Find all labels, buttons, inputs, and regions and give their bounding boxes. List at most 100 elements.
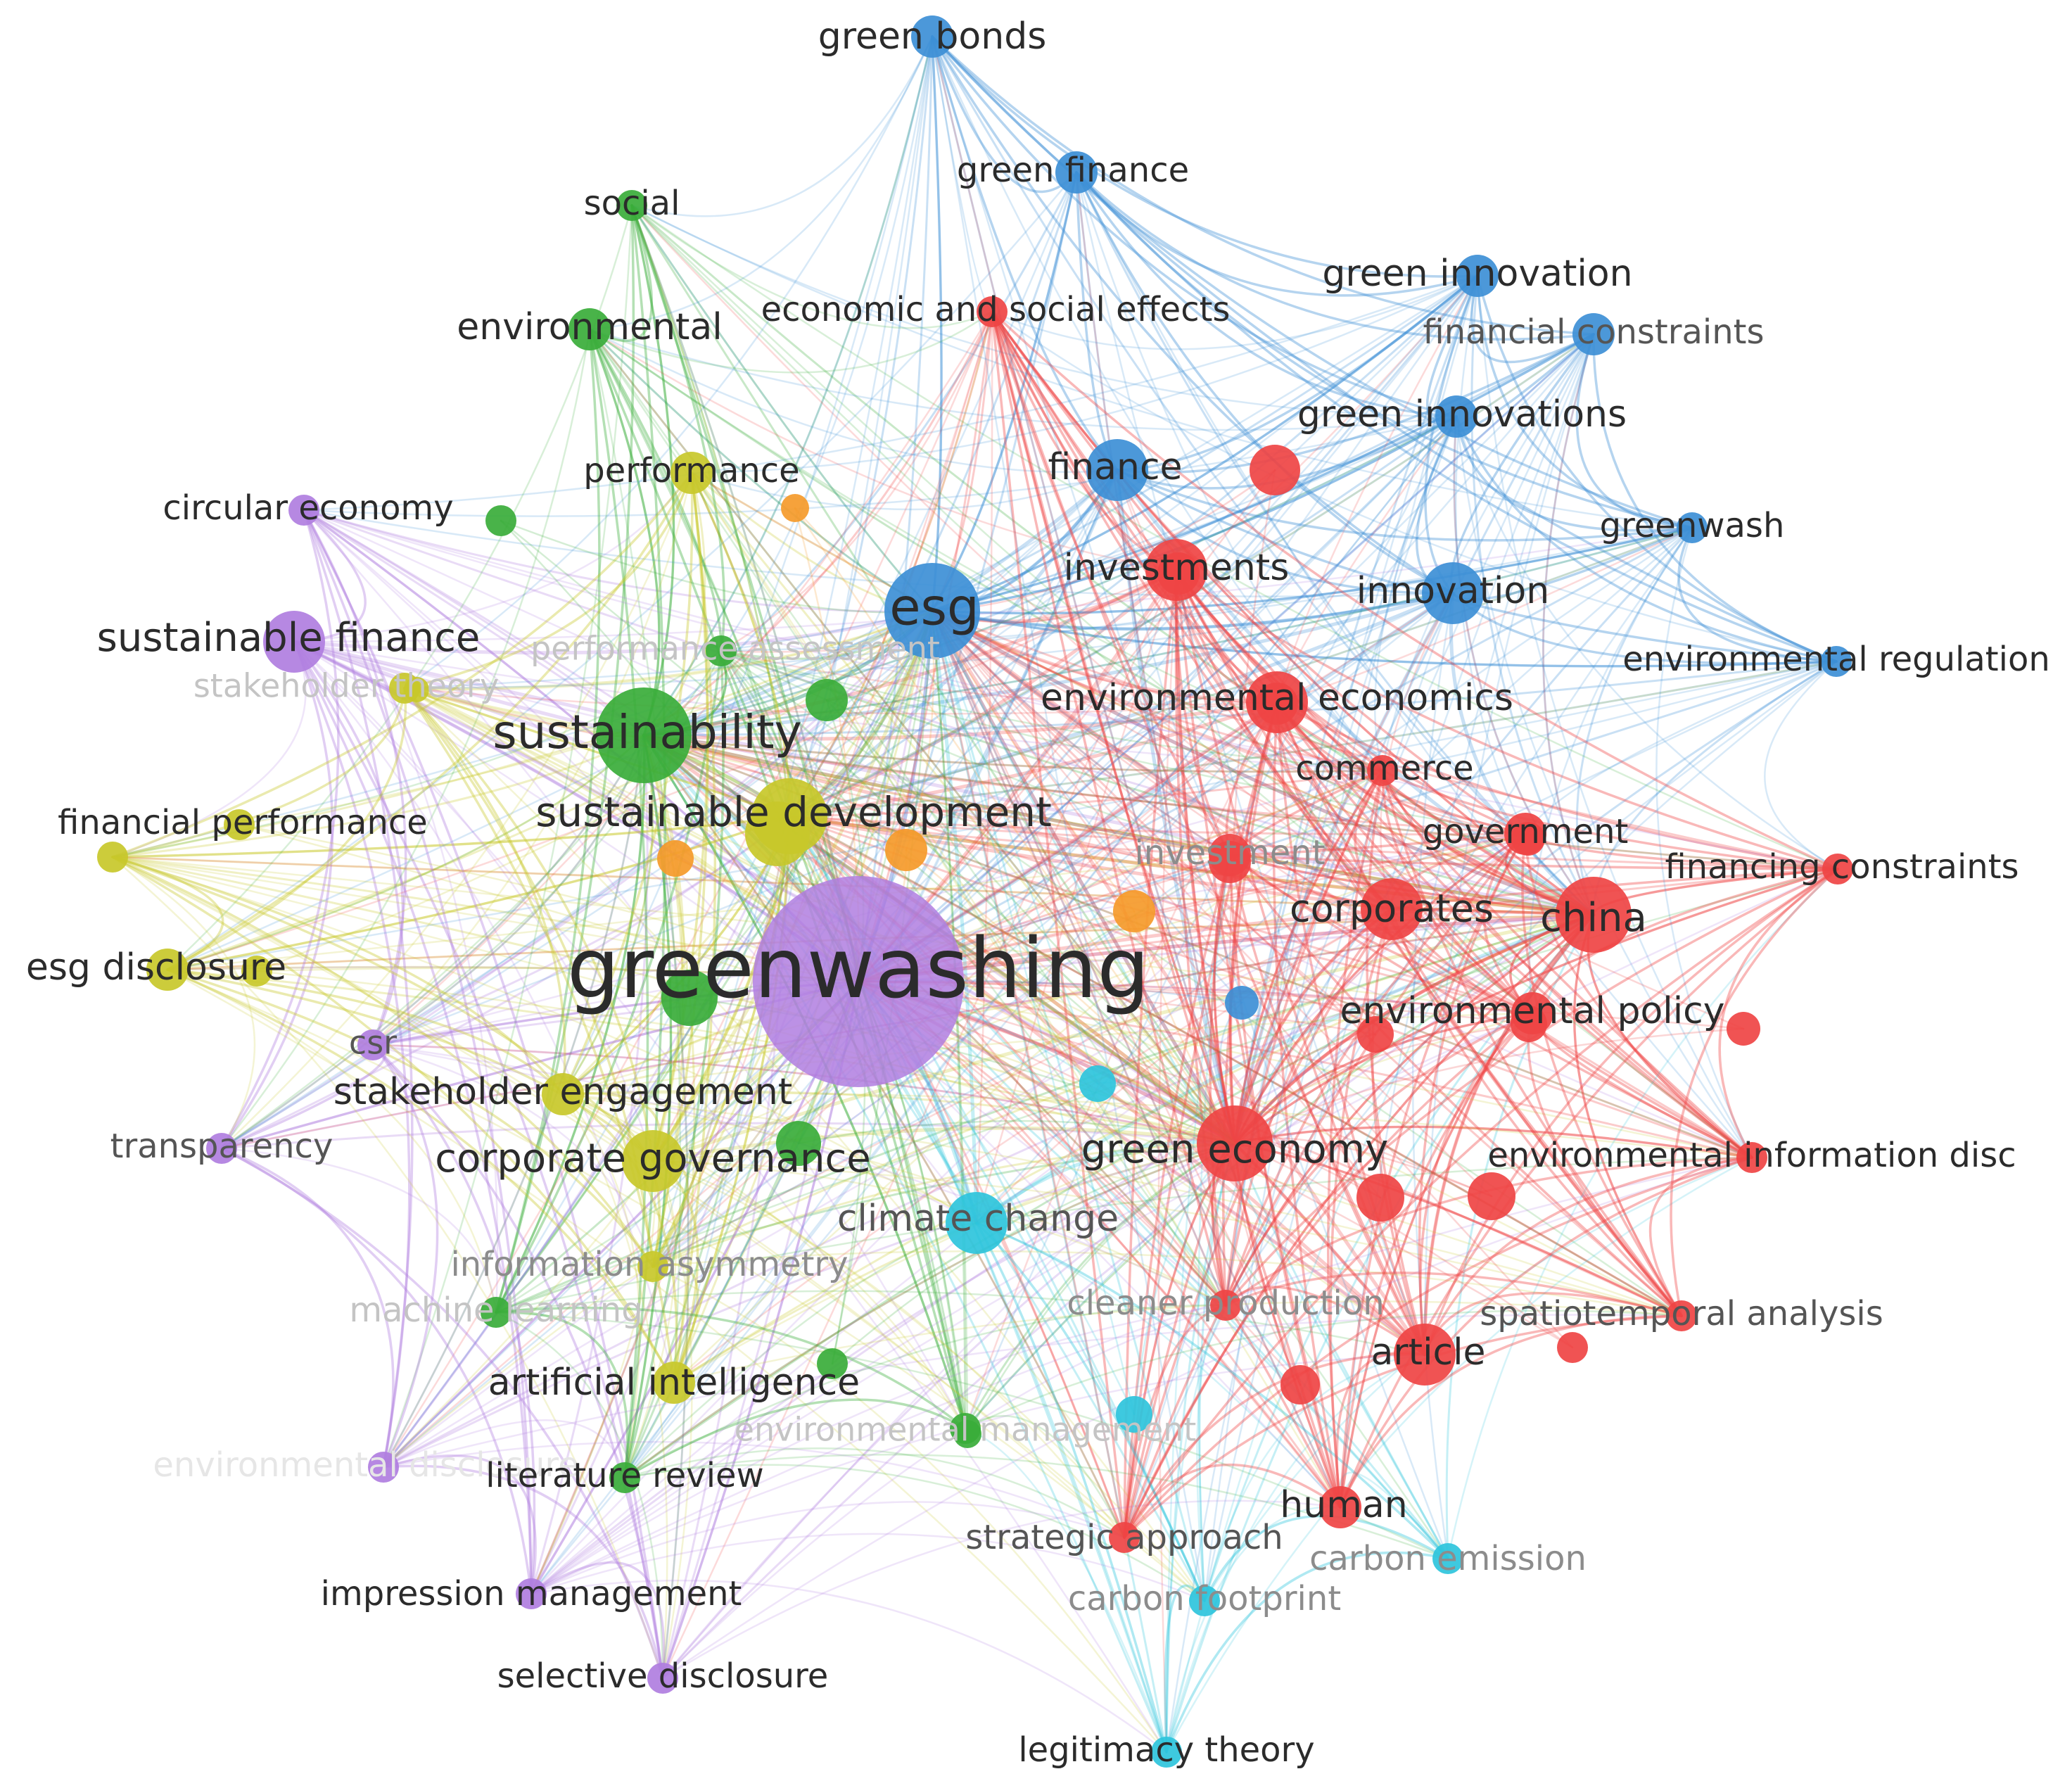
node-innovation[interactable]: [1422, 562, 1484, 624]
node-strategic-approach[interactable]: [1109, 1522, 1140, 1553]
node-esg-disclosure[interactable]: [146, 949, 189, 991]
network-edge: [787, 814, 1237, 1146]
node-corporate-governance[interactable]: [622, 1130, 684, 1192]
network-edge: [111, 471, 693, 858]
network-edge: [642, 526, 1693, 737]
node-carbon-footprint[interactable]: [1189, 1585, 1220, 1616]
node-investments[interactable]: [1145, 539, 1207, 601]
network-edge: [1419, 1012, 1534, 1356]
node-esg[interactable]: [884, 563, 980, 659]
node-artificial-intelligence[interactable]: [653, 1362, 695, 1404]
node-machine-learning[interactable]: [481, 1297, 511, 1328]
node-social[interactable]: [616, 190, 647, 221]
network-edge: [1224, 832, 1527, 1307]
network-edge: [630, 204, 1458, 418]
network-edge: [673, 35, 934, 1384]
network-edge: [1423, 333, 1595, 1356]
node-green-innovations[interactable]: [1435, 395, 1477, 438]
network-edge: [991, 310, 1236, 1145]
node-csr[interactable]: [357, 1029, 388, 1060]
node-environmental-regulation[interactable]: [1821, 646, 1852, 677]
node-sustainable-development[interactable]: [751, 778, 827, 854]
node-finance[interactable]: [1086, 439, 1148, 501]
node-cleaner-production[interactable]: [1210, 1290, 1241, 1321]
node-article[interactable]: [1394, 1324, 1456, 1386]
network-edge: [652, 660, 1838, 1268]
node-government[interactable]: [1504, 813, 1546, 855]
network-edge: [931, 526, 1693, 615]
node-china[interactable]: [1556, 877, 1632, 953]
network-edge: [642, 526, 1693, 737]
node-environmental-policy[interactable]: [1511, 992, 1553, 1034]
node-green-bonds[interactable]: [911, 15, 953, 58]
network-edge: [1213, 854, 1236, 1145]
label-sustainability: sustainability: [492, 705, 801, 759]
node-environmental-disclosure[interactable]: [368, 1452, 399, 1483]
network-edge: [561, 734, 654, 1096]
network-edge: [371, 1044, 1227, 1307]
node-investment[interactable]: [1209, 834, 1251, 876]
node-financial-performance[interactable]: [97, 842, 128, 873]
node-greenwashing[interactable]: [753, 876, 964, 1087]
network-edge: [1233, 591, 1455, 1146]
node-performance-assessment[interactable]: [706, 635, 737, 666]
node-performance[interactable]: [670, 452, 713, 494]
node-environmental-information-disc[interactable]: [1736, 1142, 1767, 1173]
node-spatiotemporal-analysis[interactable]: [1666, 1300, 1697, 1331]
node-green-economy[interactable]: [1197, 1105, 1273, 1181]
network-edge: [787, 814, 1394, 911]
network-edge: [382, 609, 934, 1469]
node-carbon-emission[interactable]: [1432, 1543, 1463, 1574]
network-edge: [673, 1300, 1683, 1384]
node-financial-constraints[interactable]: [1572, 313, 1615, 355]
node-sustainable-finance[interactable]: [263, 611, 325, 673]
node-information-asymmetry[interactable]: [637, 1251, 668, 1282]
node-literature-review[interactable]: [609, 1462, 640, 1493]
network-edge: [1423, 868, 1839, 1356]
unlabeled-node: [885, 829, 927, 871]
node-stakeholder-engagement[interactable]: [542, 1073, 584, 1115]
node-commerce[interactable]: [1367, 755, 1398, 786]
label-green-economy: green economy: [1081, 1127, 1389, 1172]
network-edge: [530, 415, 1458, 1595]
network-edge: [930, 609, 1596, 917]
network-edge: [1447, 868, 1839, 1560]
network-edge: [825, 699, 1236, 1145]
network-edge: [1174, 569, 1227, 1307]
node-financing-constraints[interactable]: [1822, 854, 1853, 885]
node-transparency[interactable]: [206, 1133, 237, 1164]
network-edge: [1418, 832, 1527, 1356]
node-selective-disclosure[interactable]: [647, 1663, 678, 1694]
label-social: social: [584, 184, 680, 223]
node-environmental-management[interactable]: [950, 1413, 981, 1444]
node-environmental[interactable]: [568, 308, 611, 350]
node-circular-economy[interactable]: [288, 495, 319, 526]
network-edge: [931, 609, 1126, 1539]
node-human[interactable]: [1319, 1486, 1361, 1528]
network-edge: [1423, 913, 1596, 1357]
node-legitimacy-theory[interactable]: [1151, 1737, 1182, 1768]
network-edge: [931, 609, 1839, 870]
network-edge: [495, 171, 1078, 1314]
node-environmental-economics[interactable]: [1246, 671, 1308, 733]
network-edge: [1528, 526, 1693, 1015]
network-edge: [991, 310, 1753, 1159]
label-green-innovations: green innovations: [1297, 393, 1627, 436]
network-edge: [652, 1250, 1683, 1317]
network-edge: [1455, 415, 1839, 870]
node-green-finance[interactable]: [1055, 151, 1098, 194]
network-edge: [661, 832, 1527, 1680]
node-sustainability[interactable]: [596, 687, 692, 783]
network-edge: [530, 609, 934, 1595]
node-green-innovation[interactable]: [1456, 255, 1499, 297]
node-corporates[interactable]: [1361, 878, 1423, 940]
node-greenwash[interactable]: [1677, 512, 1708, 543]
network-edge: [720, 310, 993, 652]
node-climate-change[interactable]: [946, 1192, 1008, 1254]
network-edge: [931, 35, 1078, 194]
node-stakeholder-theory[interactable]: [389, 673, 420, 704]
network-edge: [371, 609, 934, 1046]
node-impression-management[interactable]: [516, 1578, 547, 1609]
network-edge: [964, 1415, 1126, 1539]
node-economic-and-social-effects[interactable]: [977, 296, 1008, 327]
